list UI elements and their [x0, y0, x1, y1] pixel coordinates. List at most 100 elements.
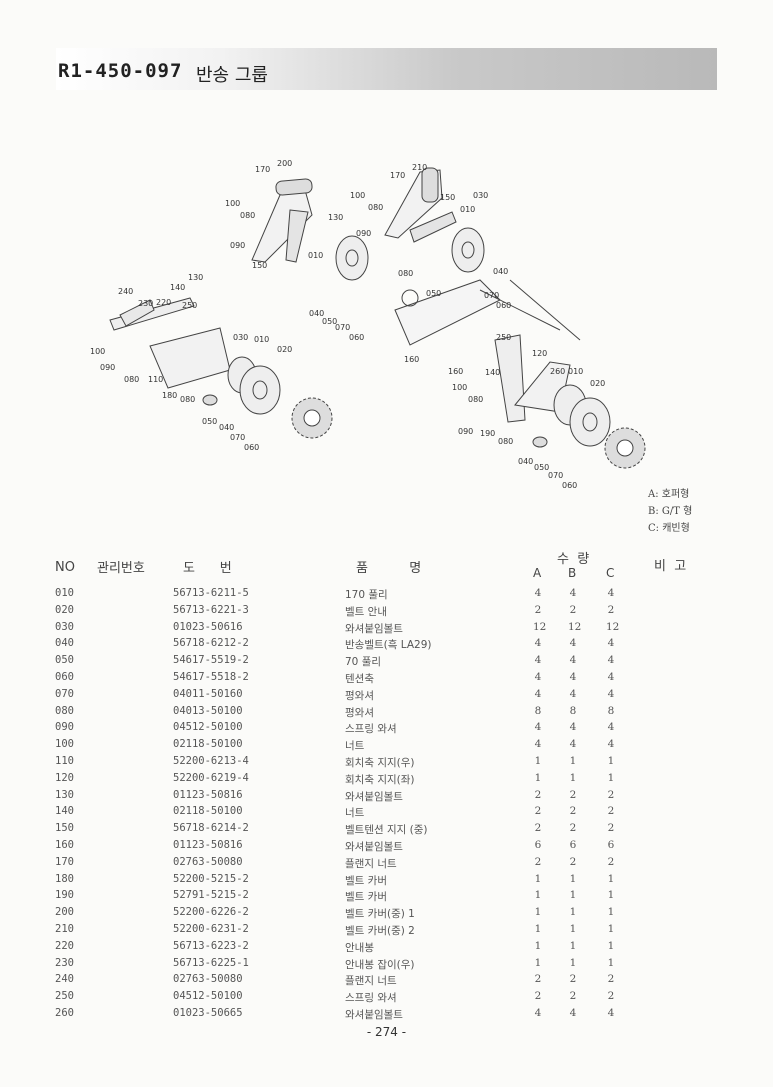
part-name: 스프링 와셔 — [345, 723, 397, 736]
qty-b: 4 — [569, 637, 577, 650]
part-number: 180 — [55, 872, 74, 885]
qty-b: 2 — [569, 990, 577, 1003]
legend-item: B: G/T 형 — [648, 506, 693, 517]
part-name: 회치축 지지(좌) — [345, 773, 415, 786]
part-name: 스프링 와셔 — [345, 992, 397, 1005]
legend-item: C: 캐빈형 — [648, 523, 690, 534]
callout-label: 080 — [498, 437, 513, 446]
callout-label: 140 — [170, 283, 185, 292]
callout-label: 070 — [548, 471, 563, 480]
qty-b: 1 — [569, 889, 577, 902]
callout-label: 080 — [124, 375, 139, 384]
callout-label: 260 — [550, 367, 565, 376]
qty-c: 12 — [606, 620, 620, 633]
callout-label: 200 — [277, 159, 292, 168]
part-name: 평와셔 — [345, 706, 374, 719]
header-drawing-number: 도 번 — [183, 561, 232, 576]
qty-a: 2 — [534, 990, 542, 1003]
qty-a: 6 — [534, 839, 542, 851]
qty-b: 4 — [569, 721, 577, 734]
callout-label: 060 — [496, 301, 511, 310]
callout-label: 180 — [162, 391, 177, 400]
callout-label: 170 — [390, 171, 405, 180]
drawing-number: 01123-50816 — [173, 839, 243, 851]
callout-label: 090 — [100, 363, 115, 372]
drawing-number: 52200-6231-2 — [173, 923, 249, 935]
header-part-name: 품 명 — [356, 561, 422, 576]
part-number: 230 — [55, 956, 74, 969]
part-name: 플랜지 너트 — [345, 975, 397, 988]
part-number: 220 — [55, 939, 74, 952]
part-name: 벨트 안내 — [345, 605, 387, 618]
qty-b: 1 — [569, 956, 577, 969]
drawing-number: 01123-50816 — [173, 788, 243, 801]
part-name: 안내봉 잡이(우) — [345, 958, 415, 971]
callout-label: 230 — [138, 299, 153, 308]
qty-b: 4 — [569, 654, 577, 667]
qty-a: 1 — [534, 889, 542, 902]
header-qty-b: B — [568, 566, 577, 580]
drawing-number: 56713-6223-2 — [173, 939, 249, 952]
part-number: 140 — [55, 805, 74, 818]
qty-a: 4 — [534, 1007, 542, 1019]
part-name: 너트 — [345, 807, 365, 820]
qty-a: 4 — [534, 587, 542, 599]
drawing-number: 04512-50100 — [173, 990, 243, 1003]
callout-label: 080 — [180, 395, 195, 404]
callout-label: 050 — [322, 317, 337, 326]
part-number: 020 — [55, 603, 74, 616]
qty-a: 4 — [534, 671, 542, 683]
qty-b: 8 — [569, 704, 577, 717]
qty-b: 1 — [569, 755, 577, 767]
qty-a: 2 — [534, 788, 542, 801]
callout-label: 040 — [518, 457, 533, 466]
drawing-number: 52200-6219-4 — [173, 771, 249, 784]
part-number: 260 — [55, 1007, 74, 1019]
callout-label: 140 — [485, 368, 500, 377]
callout-label: 010 — [254, 335, 269, 344]
callout-label: 050 — [426, 289, 441, 298]
header-band — [56, 48, 717, 90]
callout-label: 090 — [458, 427, 473, 436]
callout-label: 040 — [219, 423, 234, 432]
qty-b: 2 — [569, 805, 577, 818]
part-name: 플랜지 너트 — [345, 857, 397, 870]
drawing-number: 54617-5518-2 — [173, 671, 249, 683]
part-name: 170 풀리 — [345, 589, 388, 601]
qty-b: 4 — [569, 1007, 577, 1019]
callout-label: 110 — [148, 375, 163, 384]
qty-c: 4 — [607, 637, 615, 650]
part-name: 와셔붙임볼트 — [345, 1009, 403, 1021]
callout-label: 100 — [90, 347, 105, 356]
qty-a: 1 — [534, 872, 542, 885]
callout-label: 160 — [404, 355, 419, 364]
callout-label: 100 — [350, 191, 365, 200]
part-number: 100 — [55, 738, 74, 751]
qty-c: 2 — [607, 990, 615, 1003]
qty-a: 2 — [534, 805, 542, 818]
qty-a: 1 — [534, 939, 542, 952]
qty-b: 2 — [569, 603, 577, 616]
callout-label: 020 — [277, 345, 292, 354]
part-name: 와셔붙임볼트 — [345, 790, 403, 803]
callout-label: 210 — [412, 163, 427, 172]
callout-label: 130 — [188, 273, 203, 282]
drawing-number: 52200-6213-4 — [173, 755, 249, 767]
qty-c: 4 — [607, 671, 615, 683]
qty-b: 1 — [569, 939, 577, 952]
qty-b: 6 — [569, 839, 577, 851]
callout-label: 050 — [202, 417, 217, 426]
model-legend: A: 호퍼형 B: G/T 형 C: 캐빈형 — [648, 486, 692, 537]
part-name: 70 풀리 — [345, 656, 382, 669]
qty-c: 6 — [607, 839, 615, 851]
qty-b: 2 — [569, 822, 577, 835]
part-number: 170 — [55, 855, 74, 868]
callout-label: 060 — [349, 333, 364, 342]
callout-label: 060 — [562, 481, 577, 490]
callout-label: 100 — [225, 199, 240, 208]
drawing-number: 04013-50100 — [173, 704, 243, 717]
qty-c: 4 — [607, 721, 615, 734]
callout-label: 120 — [532, 349, 547, 358]
header-remarks: 비 고 — [654, 559, 687, 574]
drawing-number: 56718-6214-2 — [173, 822, 249, 835]
